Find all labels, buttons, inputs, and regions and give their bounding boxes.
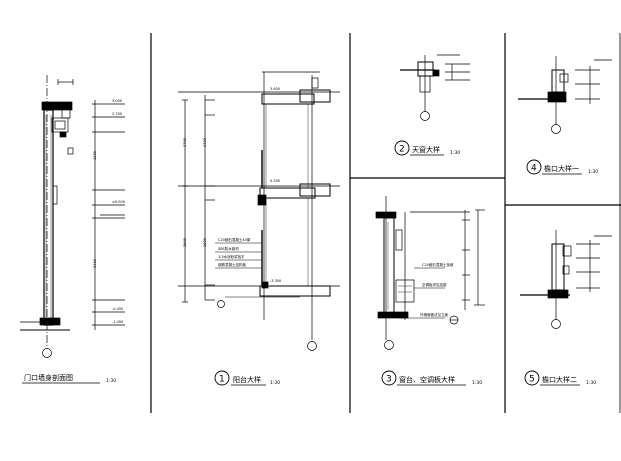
- svg-text:1200: 1200: [93, 151, 97, 160]
- svg-text:2400: 2400: [93, 259, 97, 268]
- balcony-detail-scale: 1:30: [270, 380, 280, 386]
- eave-one-detail-number: 4: [531, 164, 537, 174]
- skylight-detail-number-circle: [394, 140, 410, 156]
- svg-text:-0.450: -0.450: [112, 307, 123, 311]
- svg-text:C20细石混凝土40厚: C20细石混凝土40厚: [218, 237, 251, 242]
- svg-text:0.300: 0.300: [270, 179, 280, 183]
- svg-text:-1.450: -1.450: [112, 320, 123, 324]
- svg-text:-3.300: -3.300: [270, 279, 281, 283]
- svg-text:3.000: 3.000: [112, 99, 122, 103]
- window-sill-detail: [375, 196, 485, 350]
- svg-text:±0.000: ±0.000: [112, 200, 125, 204]
- balcony-detail: [178, 71, 340, 351]
- window-sill-detail-caption: 窗台、空调板大样: [399, 375, 455, 384]
- eave-detail-two: [520, 230, 612, 329]
- svg-text:2700: 2700: [203, 138, 207, 147]
- svg-text:2900: 2900: [203, 238, 207, 247]
- window-sill-detail-scale: 1:30: [472, 380, 482, 386]
- eave-one-scale: 1:30: [588, 169, 598, 175]
- window-sill-detail-number-circle: [381, 370, 397, 386]
- eave-two-number-circle: [524, 370, 540, 386]
- svg-text:2900: 2900: [183, 238, 187, 247]
- svg-text:空调板详见结施: 空调板详见结施: [422, 282, 447, 287]
- window-sill-dim-text: C20细石混凝土找坡 空调板详见结施 外墙面做法见立面: [420, 262, 454, 317]
- panel-dividers: [150, 33, 621, 413]
- balcony-detail-caption: 阳台大样: [233, 375, 261, 384]
- skylight-detail-scale: 1:30: [450, 150, 460, 156]
- skylight-detail-caption: 天窗大样: [412, 145, 440, 154]
- wall-section-caption: 门口墙身剖面图: [24, 373, 73, 382]
- svg-text:2700: 2700: [183, 138, 187, 147]
- balcony-detail-number: 1: [219, 375, 225, 385]
- eave-detail-one: [518, 56, 612, 134]
- balcony-dim-text: 2700 2900 2700 2900 3.600 0.300 -3.300 C…: [183, 87, 281, 283]
- eave-two-scale: 1:30: [586, 380, 596, 386]
- svg-text:钢筋混凝土结构板: 钢筋混凝土结构板: [218, 262, 246, 267]
- eave-one-number-circle: [526, 159, 542, 175]
- wall-section-detail: [20, 75, 125, 358]
- wall-section-dim-text: 3.000 2.700 ±0.000 -0.450 -1.450 1200 24…: [93, 99, 125, 324]
- svg-text:3.600: 3.600: [270, 87, 280, 91]
- svg-text:SBS防水卷材: SBS防水卷材: [218, 246, 239, 251]
- skylight-detail: [400, 54, 470, 121]
- eave-one-caption: 檐口大样一: [544, 164, 579, 173]
- svg-text:外墙面做法见立面: 外墙面做法见立面: [420, 312, 448, 317]
- wall-section-scale: 1:30: [106, 378, 116, 384]
- eave-two-caption: 檐口大样二: [542, 375, 577, 384]
- eave-two-detail-number: 5: [529, 375, 535, 385]
- skylight-detail-number: 2: [399, 145, 405, 155]
- svg-text:C20细石混凝土找坡: C20细石混凝土找坡: [422, 262, 454, 267]
- svg-text:2.700: 2.700: [112, 112, 122, 116]
- window-sill-detail-number: 3: [386, 375, 392, 385]
- svg-text:1:3水泥砂浆找平: 1:3水泥砂浆找平: [218, 254, 245, 259]
- balcony-detail-number-circle: [214, 370, 230, 386]
